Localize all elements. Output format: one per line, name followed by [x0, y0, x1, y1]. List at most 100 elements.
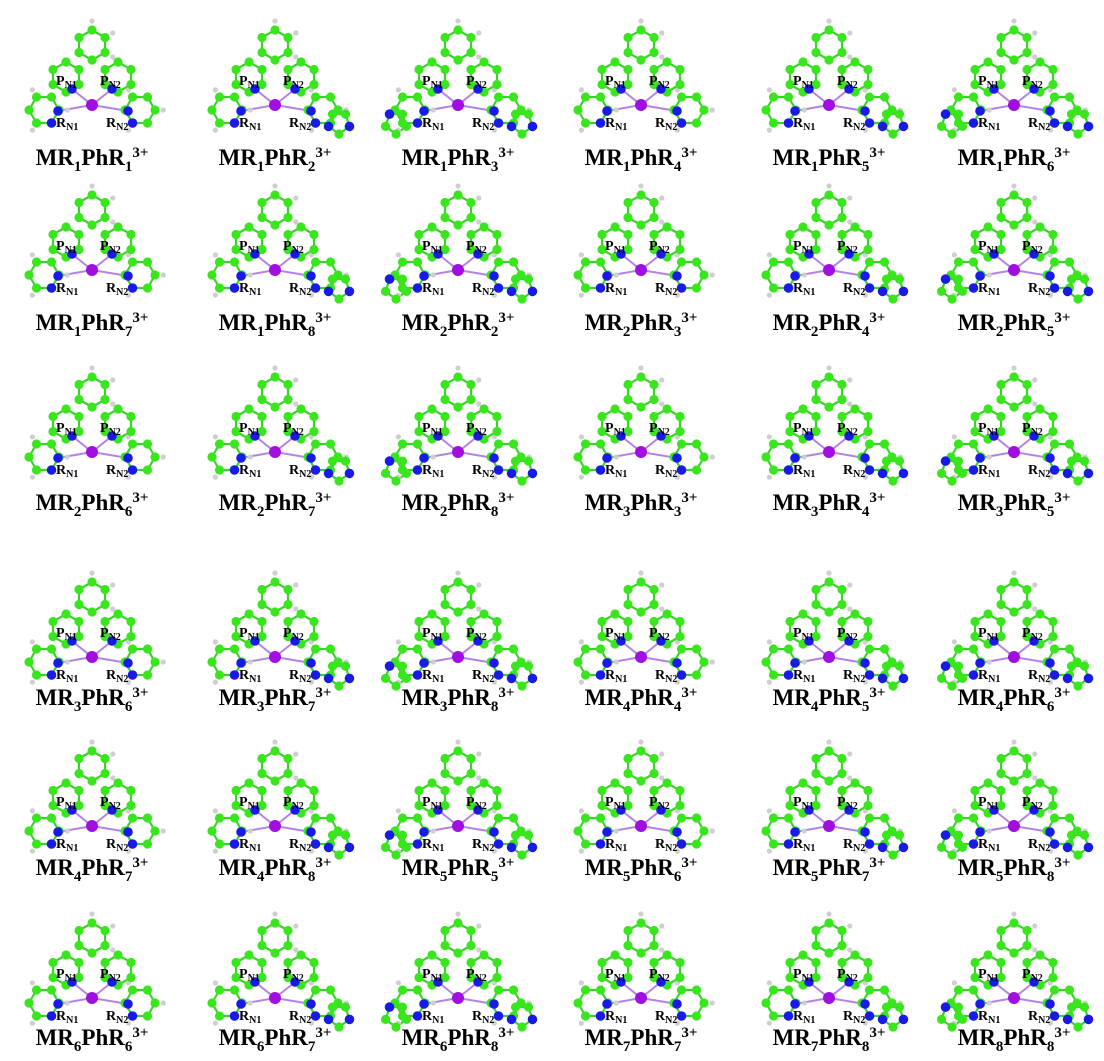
molecule-caption: MR1PhR23+	[219, 145, 332, 175]
label-p-n1: PN1	[239, 74, 260, 91]
label-p-n1: PN1	[605, 421, 626, 438]
label-p-n1: PN1	[793, 795, 814, 812]
label-r-n1: RN1	[239, 116, 261, 133]
label-r-n2: RN2	[106, 837, 128, 854]
molecule-structure	[380, 18, 538, 139]
molecule-caption: MR1PhR43+	[585, 145, 698, 175]
label-r-n1: RN1	[978, 837, 1000, 854]
label-r-n2: RN2	[472, 281, 494, 298]
label-r-n1: RN1	[239, 837, 261, 854]
label-r-n1: RN1	[56, 281, 78, 298]
molecule-caption: MR7PhR73+	[585, 1025, 698, 1055]
molecule-caption: MR3PhR73+	[219, 685, 332, 715]
label-r-n2: RN2	[472, 1009, 494, 1026]
label-r-n1: RN1	[422, 281, 444, 298]
label-r-n2: RN2	[106, 116, 128, 133]
molecule-caption: MR6PhR83+	[402, 1025, 515, 1055]
molecule-structure	[936, 183, 1094, 304]
molecule-structure	[761, 365, 909, 486]
molecule-caption: MR3PhR33+	[585, 490, 698, 520]
label-r-n1: RN1	[422, 1009, 444, 1026]
molecule-caption: MR2PhR83+	[402, 490, 515, 520]
molecule-structure	[936, 18, 1094, 139]
label-p-n1: PN1	[793, 421, 814, 438]
label-p-n2: PN2	[1022, 626, 1043, 643]
label-p-n2: PN2	[283, 239, 304, 256]
label-p-n2: PN2	[649, 795, 670, 812]
label-p-n2: PN2	[1022, 967, 1043, 984]
label-r-n2: RN2	[289, 281, 311, 298]
label-p-n1: PN1	[239, 421, 260, 438]
molecule-caption: MR1PhR53+	[773, 145, 886, 175]
label-r-n2: RN2	[1028, 668, 1050, 685]
label-r-n2: RN2	[843, 281, 865, 298]
label-r-n1: RN1	[422, 463, 444, 480]
label-p-n1: PN1	[978, 626, 999, 643]
label-p-n2: PN2	[1022, 74, 1043, 91]
molecule-structure	[573, 18, 715, 133]
label-r-n1: RN1	[605, 1009, 627, 1026]
molecule-caption: MR3PhR63+	[36, 685, 149, 715]
label-r-n1: RN1	[422, 668, 444, 685]
molecule-caption: MR2PhR53+	[958, 310, 1071, 340]
label-r-n1: RN1	[978, 116, 1000, 133]
molecule-structure	[24, 739, 166, 854]
label-p-n2: PN2	[283, 74, 304, 91]
molecule-caption: MR2PhR23+	[402, 310, 515, 340]
label-p-n1: PN1	[56, 626, 77, 643]
molecule-caption: MR5PhR73+	[773, 855, 886, 885]
molecule-caption: MR4PhR43+	[585, 685, 698, 715]
label-r-n1: RN1	[56, 116, 78, 133]
label-r-n2: RN2	[106, 463, 128, 480]
label-r-n1: RN1	[793, 116, 815, 133]
molecule-caption: MR8PhR83+	[958, 1025, 1071, 1055]
molecule-caption: MR7PhR83+	[773, 1025, 886, 1055]
molecule-caption: MR3PhR43+	[773, 490, 886, 520]
molecule-structure	[207, 739, 355, 860]
label-r-n1: RN1	[605, 281, 627, 298]
label-p-n1: PN1	[422, 626, 443, 643]
label-p-n1: PN1	[793, 626, 814, 643]
label-r-n1: RN1	[978, 281, 1000, 298]
label-r-n1: RN1	[605, 116, 627, 133]
label-p-n2: PN2	[100, 421, 121, 438]
label-p-n1: PN1	[605, 967, 626, 984]
molecule-structure	[761, 183, 909, 304]
label-p-n2: PN2	[1022, 795, 1043, 812]
label-p-n2: PN2	[1022, 239, 1043, 256]
label-p-n2: PN2	[100, 74, 121, 91]
molecule-caption: MR6PhR73+	[219, 1025, 332, 1055]
label-p-n1: PN1	[978, 795, 999, 812]
label-r-n2: RN2	[1028, 116, 1050, 133]
molecule-caption: MR5PhR83+	[958, 855, 1071, 885]
label-p-n2: PN2	[649, 421, 670, 438]
label-p-n1: PN1	[422, 421, 443, 438]
label-r-n2: RN2	[472, 463, 494, 480]
label-r-n1: RN1	[239, 281, 261, 298]
molecule-caption: MR6PhR63+	[36, 1025, 149, 1055]
molecule-structure	[573, 365, 715, 480]
label-p-n2: PN2	[283, 967, 304, 984]
label-p-n2: PN2	[649, 74, 670, 91]
molecule-caption: MR4PhR83+	[219, 855, 332, 885]
label-r-n1: RN1	[793, 281, 815, 298]
molecule-structure	[936, 570, 1094, 691]
label-r-n2: RN2	[843, 668, 865, 685]
label-p-n1: PN1	[605, 74, 626, 91]
